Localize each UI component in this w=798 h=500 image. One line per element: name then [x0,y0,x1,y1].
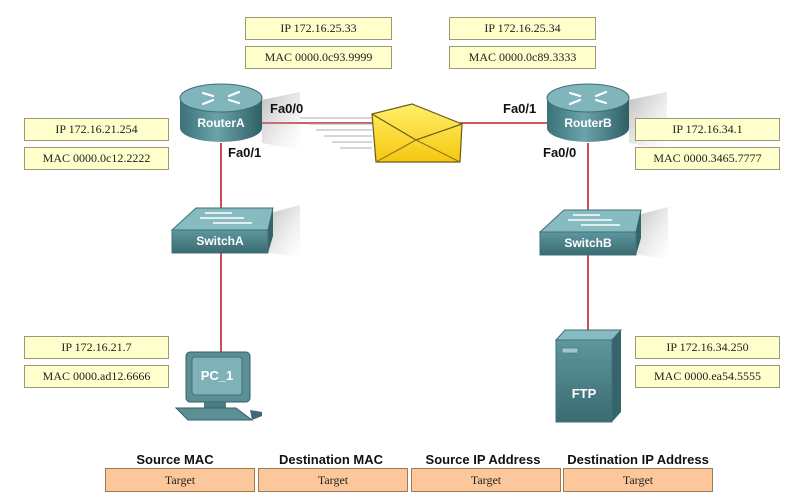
routera-fa00-mac: MAC 0000.0c93.9999 [245,46,392,69]
destination-mac-target[interactable]: Target [258,468,408,492]
routerb-label: RouterB [564,116,612,130]
source-mac-header: Source MAC [136,452,214,467]
routerb-fa00-mac: MAC 0000.3465.7777 [635,147,780,170]
routerb-fa01-mac: MAC 0000.0c89.3333 [449,46,596,69]
switcha-switch-icon[interactable] [170,205,300,258]
ftp-mac: MAC 0000.ea54.5555 [635,365,780,388]
ftp-server-icon[interactable] [554,329,623,423]
routerb-fa00-ip: IP 172.16.34.1 [635,118,780,141]
packet-envelope-icon [300,103,463,163]
destination-ip-target[interactable]: Target [563,468,713,492]
pc-label: PC_1 [200,368,234,383]
routera-label: RouterA [197,116,245,130]
routera-fa01-mac: MAC 0000.0c12.2222 [24,147,169,170]
routerb-fa01-port-label: Fa0/1 [503,101,537,116]
pc-icon[interactable] [174,351,262,421]
routera-fa01-port-label: Fa0/1 [228,145,262,160]
routera-fa00-port-label: Fa0/0 [270,101,304,116]
switchb-label: SwitchB [564,236,612,250]
ftp-ip: IP 172.16.34.250 [635,336,780,359]
routera-fa01-ip: IP 172.16.21.254 [24,118,169,141]
source-ip-target[interactable]: Target [411,468,561,492]
destination-mac-header: Destination MAC [279,452,383,467]
routerb-fa00-port-label: Fa0/0 [543,145,577,160]
destination-ip-header: Destination IP Address [567,452,709,467]
routera-fa00-ip: IP 172.16.25.33 [245,17,392,40]
pc-mac: MAC 0000.ad12.6666 [24,365,169,388]
switchb-switch-icon[interactable] [538,207,668,260]
source-mac-target[interactable]: Target [105,468,255,492]
routerb-fa01-ip: IP 172.16.25.34 [449,17,596,40]
routera-router-icon[interactable] [179,83,300,150]
pc-ip: IP 172.16.21.7 [24,336,169,359]
ftp-label: FTP [571,386,597,401]
source-ip-header: Source IP Address [425,452,541,467]
switcha-label: SwitchA [196,234,244,248]
